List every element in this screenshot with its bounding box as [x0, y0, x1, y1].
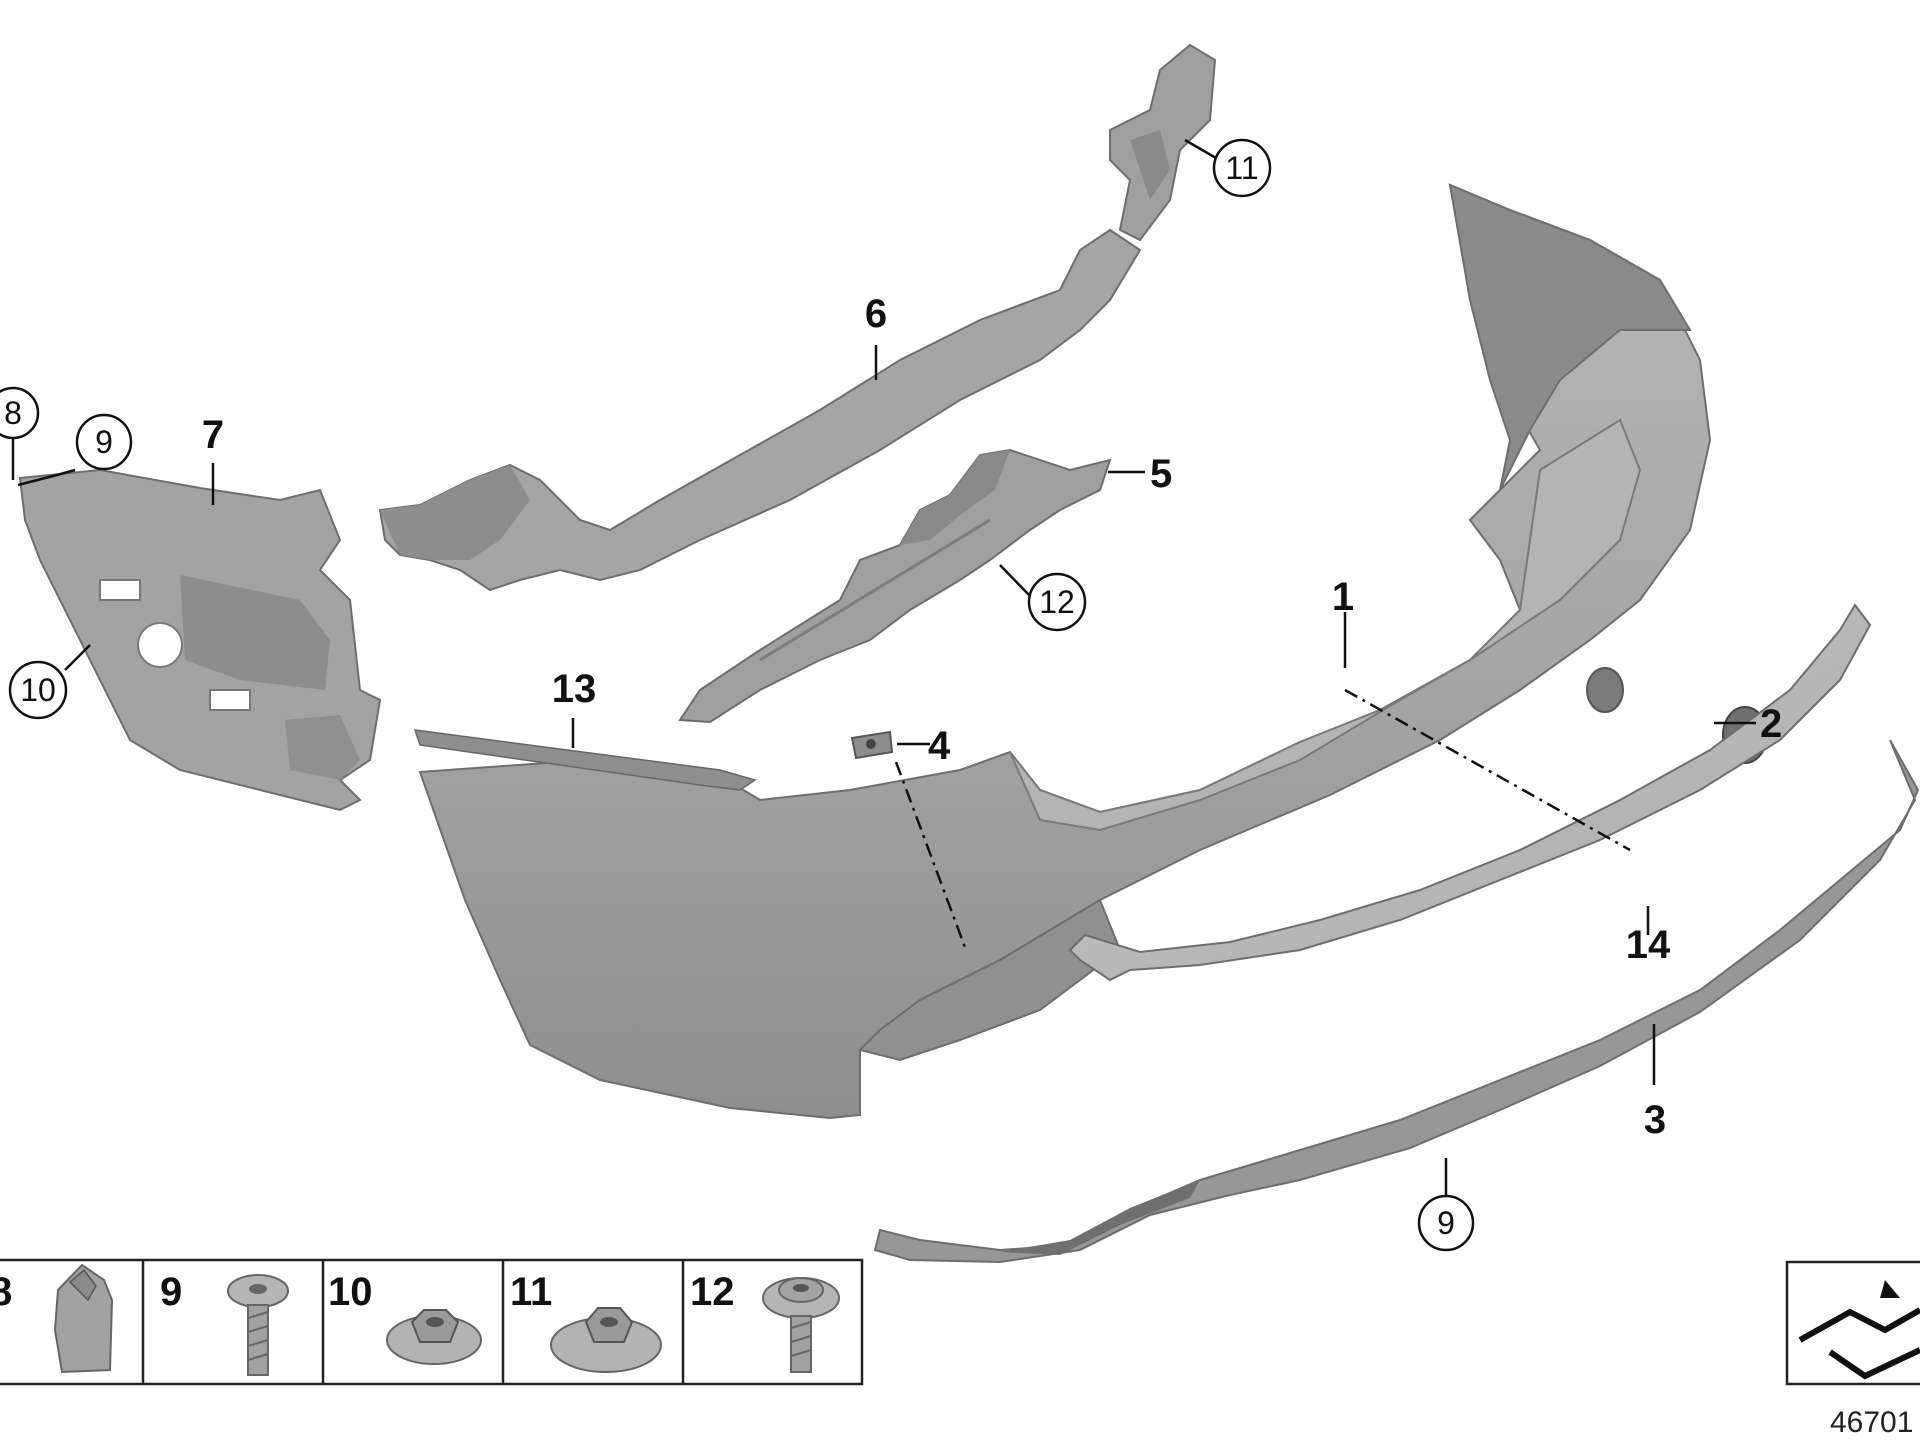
callout-14: 14	[1626, 923, 1671, 967]
callout-10: 10	[20, 672, 56, 708]
fastener-num-11: 11	[510, 1270, 552, 1314]
orientation-arrow-icon	[1798, 1280, 1920, 1380]
fastener-cell-9: 9	[160, 1270, 289, 1376]
callout-8: 8	[4, 395, 22, 431]
callout-13: 13	[552, 667, 597, 711]
callout-1: 1	[1332, 575, 1354, 619]
fastener-cell-8: 8	[0, 1263, 114, 1374]
flanged-nut-icon	[550, 1307, 662, 1373]
circle-callout-9-bottom: 9	[1417, 1194, 1475, 1252]
fastener-table: 8 9 10 11	[0, 1258, 864, 1386]
fastener-cell-12: 12	[690, 1270, 840, 1373]
circle-callout-10: 10	[8, 660, 68, 720]
fastener-num-9: 9	[160, 1270, 182, 1314]
fastener-num-10: 10	[328, 1270, 373, 1314]
callout-12: 12	[1039, 584, 1075, 620]
callout-11: 11	[1225, 150, 1258, 186]
orientation-box	[1785, 1260, 1920, 1386]
clip-nut-icon	[53, 1263, 114, 1374]
fastener-cell-10: 10	[328, 1270, 482, 1365]
trim-strip	[413, 729, 757, 791]
circle-callout-11: 11	[1212, 138, 1272, 198]
callout-7: 7	[202, 413, 224, 457]
circle-callout-8: 8	[0, 386, 40, 440]
fastener-cell-11: 11	[510, 1270, 662, 1373]
hex-nut-icon	[386, 1309, 482, 1365]
rear-diffuser	[873, 739, 1920, 1264]
side-bracket-top	[1109, 43, 1217, 242]
callout-3: 3	[1644, 1098, 1666, 1142]
callout-6: 6	[865, 292, 887, 336]
bumper-carrier	[378, 228, 1142, 592]
torx-screw-icon	[227, 1274, 289, 1376]
circle-callout-9-top: 9	[75, 413, 133, 471]
side-guide-bracket	[18, 468, 382, 812]
callout-9-bottom: 9	[1437, 1205, 1455, 1241]
reference-number: 46701	[1830, 1406, 1913, 1439]
bumper-cover	[418, 183, 1712, 1120]
fastener-num-8: 8	[0, 1270, 12, 1314]
mounting-clip	[850, 730, 894, 760]
callout-9-top: 9	[95, 424, 113, 460]
callout-2: 2	[1760, 702, 1782, 746]
callout-4: 4	[928, 724, 951, 768]
fastener-num-12: 12	[690, 1270, 735, 1314]
callout-5: 5	[1150, 452, 1172, 496]
torx-bolt-icon	[762, 1277, 840, 1373]
center-support-bracket	[678, 448, 1112, 724]
circle-callout-12: 12	[1027, 572, 1087, 632]
finisher-strip	[1068, 603, 1872, 982]
